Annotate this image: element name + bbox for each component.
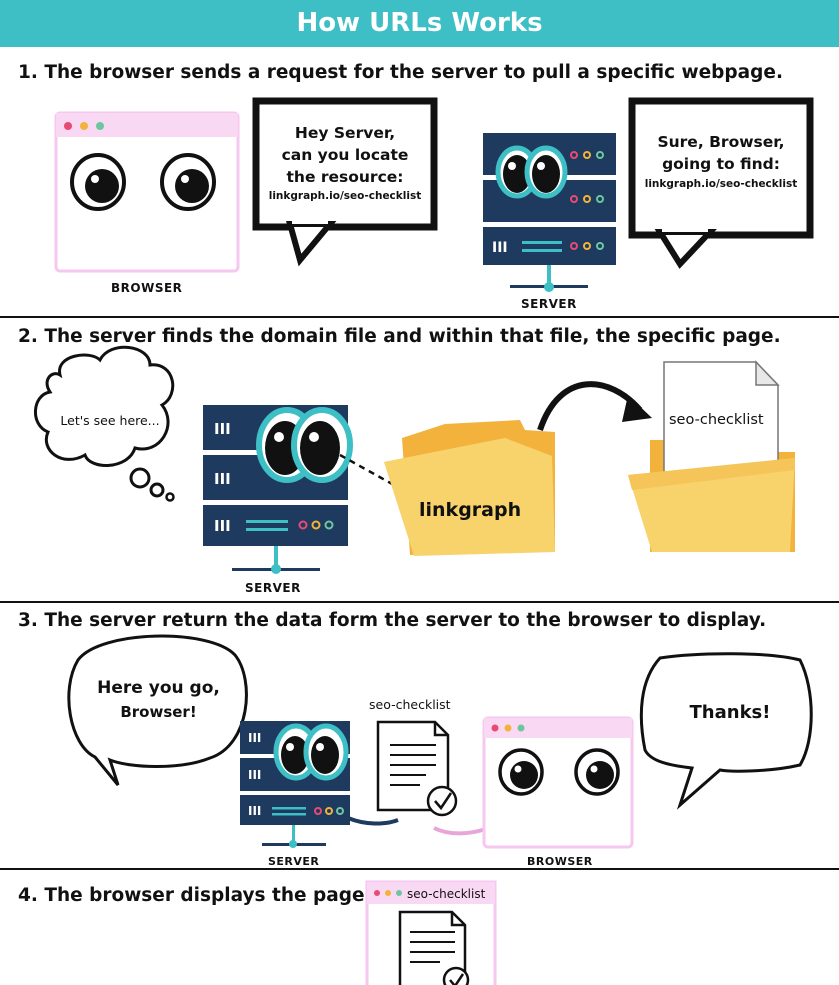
step2-title: 2. The server finds the domain file and … <box>18 326 781 347</box>
speech-bubble <box>252 97 438 267</box>
speech-bubble <box>639 652 813 810</box>
bubble-url: linkgraph.io/seo-checklist <box>268 190 422 202</box>
svg-text:III: III <box>248 804 261 818</box>
tab-label: seo-checklist <box>407 887 486 901</box>
bubble-line: Hey Server, <box>294 124 396 142</box>
speech-bubble <box>67 634 248 786</box>
page-label: seo-checklist <box>667 412 766 428</box>
folder-label: linkgraph <box>419 499 522 521</box>
svg-text:III: III <box>248 731 261 745</box>
step4-title: 4. The browser displays the page. <box>18 885 372 906</box>
document-icon <box>376 720 458 817</box>
document-label: seo-checklist <box>369 697 451 712</box>
bubble-line: Browser! <box>120 703 197 721</box>
folder-icon <box>384 420 555 556</box>
thought-bubble <box>34 345 175 502</box>
eye-icon <box>160 153 216 211</box>
eye-icon <box>498 748 544 796</box>
server-caption: SERVER <box>268 855 320 868</box>
svg-text:III: III <box>214 517 231 535</box>
hand-icon <box>433 826 487 836</box>
folder-icon <box>628 360 795 552</box>
browser-caption: BROWSER <box>527 855 593 868</box>
bubble-line: Sure, Browser, <box>657 133 785 151</box>
thought-text: Let's see here... <box>60 413 160 428</box>
thanks-text: Thanks! <box>689 702 771 723</box>
svg-text:III: III <box>248 768 261 782</box>
browser-caption: BROWSER <box>111 281 183 295</box>
browser-request-text: Hey Server, can you locate the resource:… <box>262 122 428 204</box>
divider <box>0 601 839 603</box>
divider <box>0 868 839 870</box>
eye-icon <box>70 153 126 211</box>
server-icon: III III III <box>240 721 350 848</box>
bubble-line: can you locate <box>281 146 409 164</box>
bubble-line: going to find: <box>662 155 780 173</box>
page-title: How URLs Works <box>0 0 839 47</box>
server-reply-text: Here you go, Browser! <box>86 676 231 724</box>
browser-window <box>482 716 634 849</box>
server-caption: SERVER <box>521 297 577 311</box>
step1-title: 1. The browser sends a request for the s… <box>18 62 783 83</box>
server-reply-text: Sure, Browser, going to find: linkgraph.… <box>636 131 806 193</box>
document-icon <box>398 910 470 985</box>
hand-icon <box>347 816 399 826</box>
bubble-url: linkgraph.io/seo-checklist <box>644 178 798 190</box>
svg-text:III: III <box>214 420 231 438</box>
server-icon: III <box>483 133 616 292</box>
bubble-line: the resource: <box>286 168 404 186</box>
server-caption: SERVER <box>245 581 301 595</box>
divider <box>0 316 839 318</box>
browser-window <box>54 111 240 273</box>
svg-text:III: III <box>492 240 508 256</box>
server-icon: III III III <box>203 405 353 574</box>
svg-text:III: III <box>214 470 231 488</box>
step3-title: 3. The server return the data form the s… <box>18 610 767 631</box>
bubble-line: Here you go, <box>97 678 220 698</box>
speech-bubble <box>628 97 814 269</box>
eye-icon <box>574 748 620 796</box>
